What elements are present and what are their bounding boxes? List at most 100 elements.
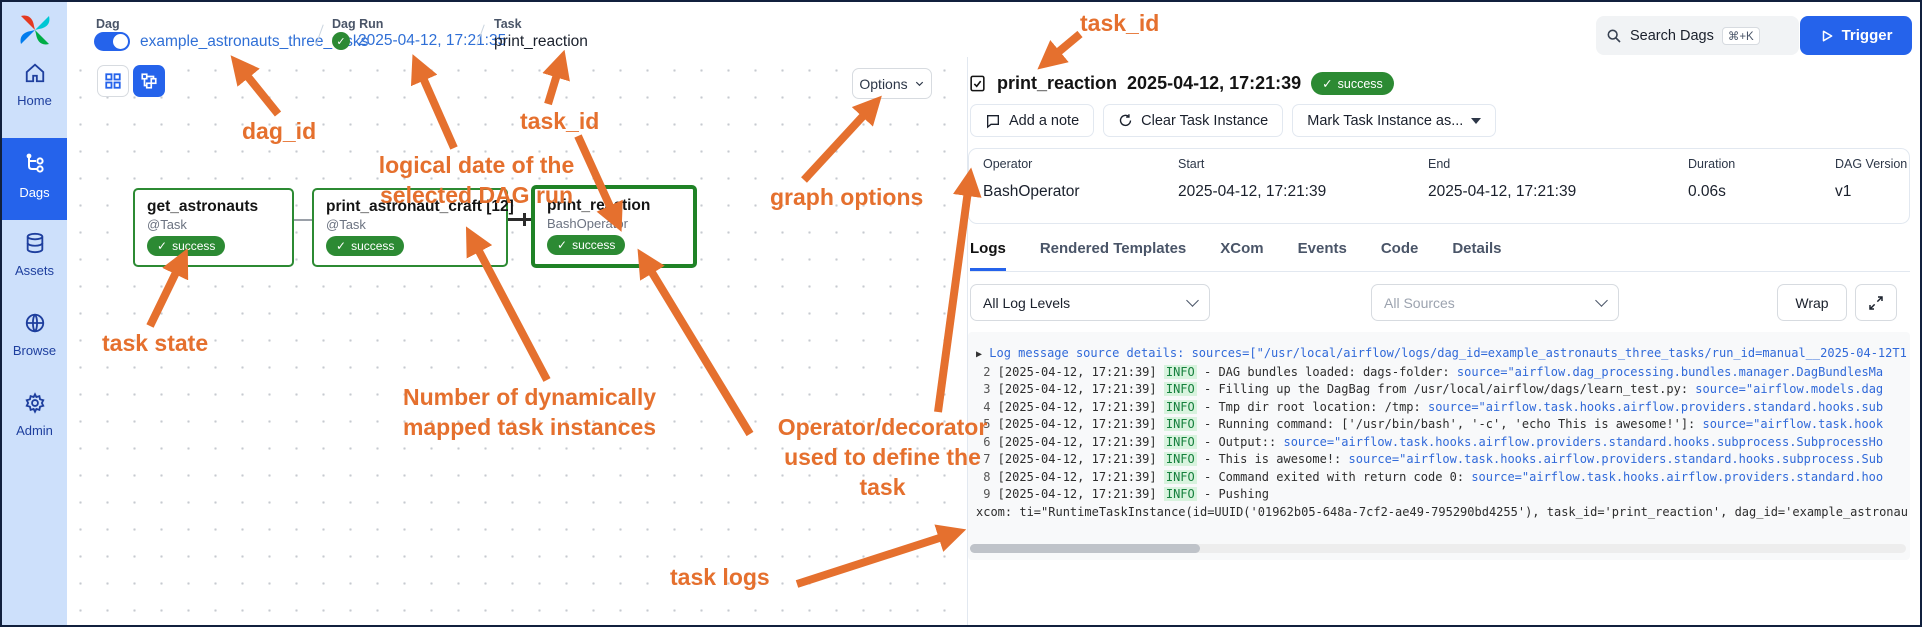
database-icon (24, 232, 46, 259)
breadcrumb-run-label-wrap: Dag Run (332, 15, 383, 33)
sidebar: Home Dags Assets Browse Admin (2, 2, 67, 625)
graph-options-button[interactable]: Options (852, 68, 932, 99)
task-doc-icon (968, 74, 987, 93)
dags-icon (23, 152, 47, 181)
wrap-button[interactable]: Wrap (1777, 284, 1847, 321)
mark-task-instance-as-button[interactable]: Mark Task Instance as... (1292, 104, 1497, 137)
task-node-print-reaction[interactable]: print_reaction BashOperator ✓success (531, 185, 697, 268)
task-node-title: print_astronaut_craft [12] (326, 198, 514, 215)
tab-events[interactable]: Events (1297, 240, 1347, 257)
sidebar-item-label: Home (17, 93, 52, 108)
task-node-title: print_reaction (547, 197, 651, 214)
clear-task-instance-button[interactable]: Clear Task Instance (1103, 104, 1284, 137)
sidebar-item-label: Admin (16, 423, 53, 438)
sidebar-item-dags[interactable]: Dags (2, 138, 67, 220)
dag-pause-toggle[interactable] (94, 32, 130, 51)
meta-value: BashOperator (983, 183, 1080, 200)
graph-view-button[interactable] (133, 65, 165, 97)
sidebar-item-label: Dags (19, 185, 50, 200)
edge-tick (523, 213, 526, 226)
log-line: 7 [2025-04-12, 17:21:39] INFO - This is … (983, 452, 1884, 466)
sidebar-item-browse[interactable]: Browse (2, 312, 67, 358)
check-icon: ✓ (157, 239, 168, 253)
task-node-title: get_astronauts (147, 198, 259, 215)
tab-rendered-templates[interactable]: Rendered Templates (1039, 240, 1187, 257)
log-scrollbar-thumb[interactable] (970, 544, 1200, 553)
breadcrumb-task-label-wrap: Task (494, 15, 522, 33)
breadcrumb-dag-row: example_astronauts_three_tasks (94, 32, 368, 51)
log-line: 9 [2025-04-12, 17:21:39] INFO - Pushing (983, 487, 1270, 501)
tab-details[interactable]: Details (1452, 240, 1502, 257)
trigger-label: Trigger (1841, 27, 1893, 44)
log-source-select[interactable]: All Sources (1371, 284, 1619, 321)
graph-canvas[interactable] (67, 57, 967, 625)
check-icon: ✓ (336, 239, 347, 253)
caret-down-icon (1471, 117, 1482, 124)
sidebar-item-assets[interactable]: Assets (2, 232, 67, 278)
breadcrumb-dag-link[interactable]: example_astronauts_three_tasks (140, 32, 369, 50)
tab-xcom[interactable]: XCom (1220, 240, 1264, 257)
meta-label: DAG Version (1835, 157, 1908, 171)
status-badge: ✓success (1311, 72, 1394, 95)
breadcrumb-run-row: ✓ 2025-04-12, 17:21:35 (332, 32, 506, 50)
check-icon: ✓ (557, 238, 568, 252)
task-instance-timestamp: 2025-04-12, 17:21:39 (1127, 73, 1302, 93)
fullscreen-button[interactable] (1855, 284, 1897, 321)
graph-icon (140, 72, 158, 90)
task-instance-title: print_reaction (997, 73, 1118, 93)
breadcrumb-task-label: Task (494, 17, 522, 31)
refresh-icon (1118, 113, 1133, 128)
meta-label: Duration (1688, 157, 1736, 171)
search-placeholder: Search Dags (1630, 27, 1714, 44)
expand-icon (1868, 295, 1884, 311)
trigger-button[interactable]: Trigger (1800, 16, 1912, 55)
sidebar-item-admin[interactable]: Admin (2, 392, 67, 438)
breadcrumb-run-label: Dag Run (332, 17, 384, 31)
task-node-get-astronauts[interactable]: get_astronauts @Task ✓success (133, 188, 294, 267)
expand-triangle-icon[interactable]: ▶ (976, 349, 983, 360)
task-instance-meta: Operator BashOperator Start 2025-04-12, … (968, 148, 1910, 224)
task-node-print-astronaut-craft[interactable]: print_astronaut_craft [12] @Task ✓succes… (312, 188, 514, 267)
annotation-task-id-top: task_id (1080, 10, 1160, 36)
tab-logs[interactable]: Logs (970, 240, 1006, 271)
log-level-select[interactable]: All Log Levels (970, 284, 1210, 321)
grid-view-button[interactable] (97, 65, 129, 97)
log-horizontal-scrollbar[interactable] (970, 544, 1906, 553)
breadcrumb: Dag (96, 15, 120, 33)
log-line: 8 [2025-04-12, 17:21:39] INFO - Command … (983, 469, 1884, 484)
edge-get-astronauts-to-print-craft (294, 219, 313, 221)
breadcrumb-task-value: print_reaction (494, 33, 588, 50)
task-state-badge: ✓success (147, 236, 226, 256)
log-source-details-line[interactable]: ▶ Log message source details: sources=["… (976, 346, 1907, 360)
home-icon (24, 62, 46, 89)
breadcrumb-run-link[interactable]: 2025-04-12, 17:21:35 (358, 32, 507, 49)
chevron-down-icon (1595, 294, 1608, 307)
tab-code[interactable]: Code (1380, 240, 1419, 257)
arrow-task-id-to-panel-title (1037, 30, 1083, 70)
gear-icon (24, 392, 46, 419)
add-note-button[interactable]: Add a note (970, 104, 1095, 137)
task-log-viewer[interactable]: ▶ Log message source details: sources=["… (968, 332, 1910, 560)
search-dags-input[interactable]: Search Dags ⌘+K (1596, 16, 1799, 55)
note-icon (985, 113, 1001, 129)
airflow-logo-icon[interactable] (15, 10, 55, 55)
edge-print-craft-to-print-reaction (508, 218, 532, 221)
sidebar-item-home[interactable]: Home (2, 62, 67, 108)
task-instance-header: print_reaction 2025-04-12, 17:21:39 ✓suc… (968, 72, 1394, 95)
log-xcom-line: xcom: ti="RuntimeTaskInstance(id=UUID('0… (976, 504, 1908, 519)
meta-label: Operator (983, 157, 1033, 171)
globe-icon (24, 312, 46, 339)
grid-icon (104, 72, 122, 90)
log-line: 2 [2025-04-12, 17:21:39] INFO - DAG bund… (983, 364, 1884, 379)
task-node-subtitle: @Task (147, 217, 187, 232)
log-line: 3 [2025-04-12, 17:21:39] INFO - Filling … (983, 382, 1884, 396)
sidebar-item-label: Browse (12, 343, 57, 358)
meta-value: 2025-04-12, 17:21:39 (1178, 183, 1327, 200)
task-node-subtitle: BashOperator (547, 216, 628, 231)
chevron-down-icon (1186, 294, 1199, 307)
search-icon (1606, 28, 1622, 44)
check-icon: ✓ (1322, 77, 1333, 91)
task-node-subtitle: @Task (326, 217, 366, 232)
task-state-badge: ✓success (547, 235, 626, 255)
